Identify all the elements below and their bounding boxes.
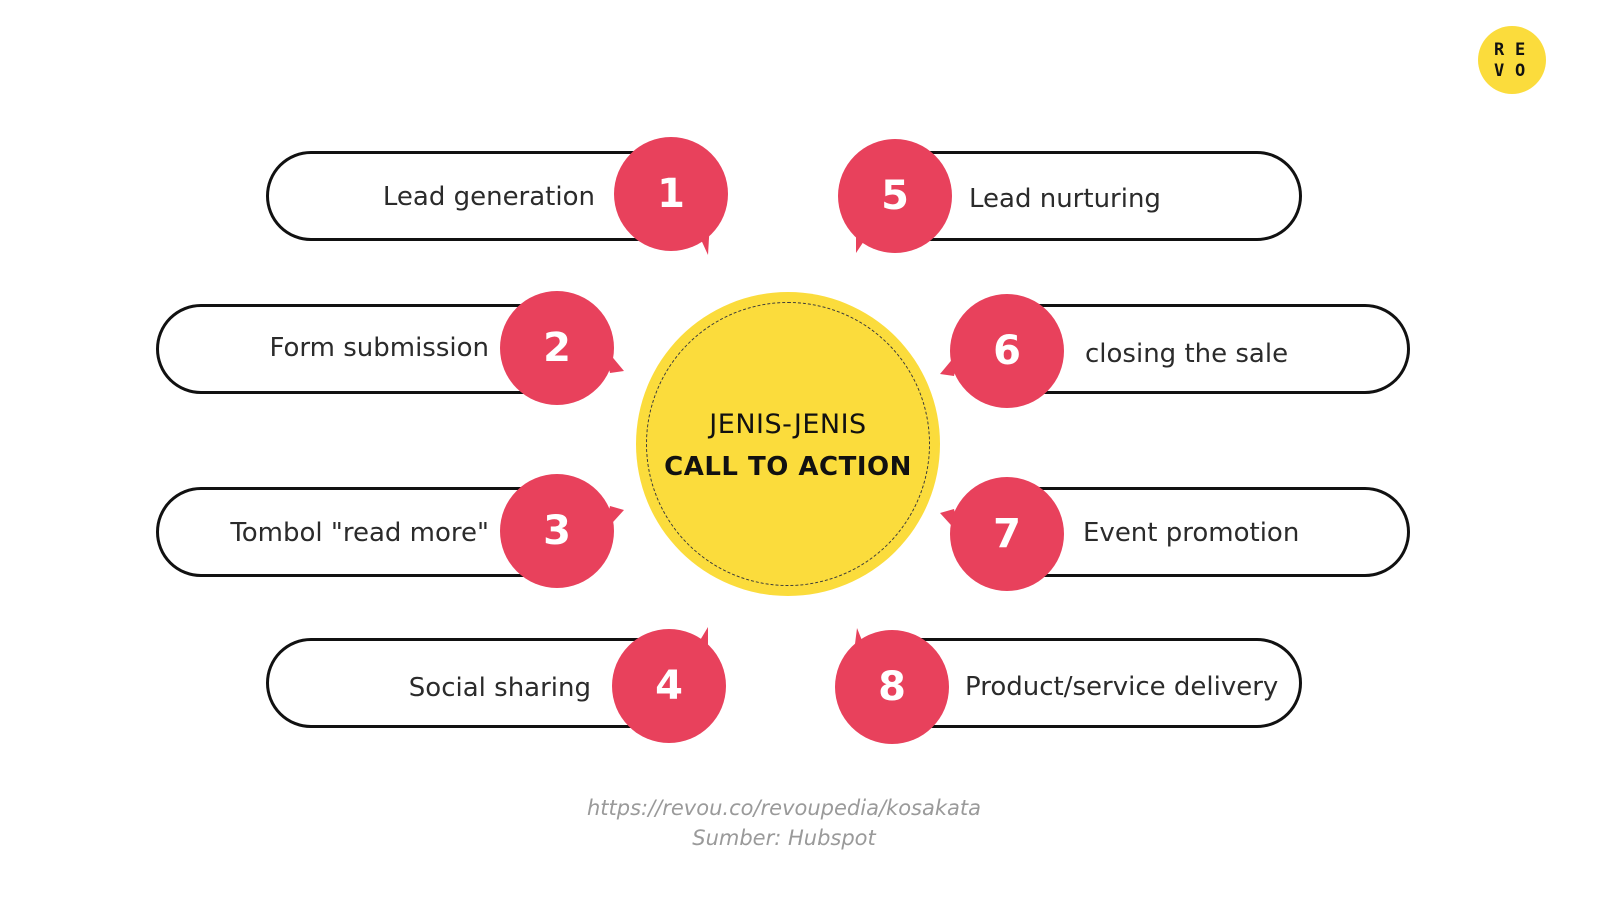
- center-circle: JENIS-JENIS CALL TO ACTION: [636, 292, 940, 596]
- item-number-8: 8: [878, 664, 906, 710]
- item-badge-2: 2: [500, 291, 624, 405]
- item-badge-7: 7: [940, 477, 1064, 591]
- center-dashed-ring: [646, 302, 930, 586]
- item-label-6: closing the sale: [1085, 339, 1289, 369]
- item-label-5: Lead nurturing: [969, 184, 1161, 214]
- logo-letter-e: E: [1515, 40, 1526, 60]
- center-title-line1: JENIS-JENIS: [709, 409, 867, 440]
- item-label-7: Event promotion: [1083, 518, 1300, 548]
- logo-letter-v: V: [1494, 61, 1505, 81]
- logo-letter-r: R: [1494, 40, 1505, 60]
- item-badge-6: 6: [940, 294, 1064, 408]
- item-number-3: 3: [543, 508, 571, 554]
- item-label-2: Form submission: [269, 333, 489, 363]
- item-number-2: 2: [543, 325, 571, 371]
- source-credit: Sumber: Hubspot: [692, 826, 876, 850]
- item-badge-8: 8: [835, 628, 949, 744]
- item-label-3: Tombol "read more": [230, 518, 489, 548]
- item-number-7: 7: [993, 511, 1021, 557]
- item-number-4: 4: [655, 663, 683, 709]
- center-title-line2: CALL TO ACTION: [664, 452, 912, 482]
- item-badge-1: 1: [614, 137, 728, 255]
- item-label-4: Social sharing: [408, 673, 591, 703]
- logo-letter-o: O: [1515, 61, 1526, 81]
- item-label-8: Product/service delivery: [965, 672, 1279, 702]
- item-badge-4: 4: [612, 627, 726, 743]
- source-url: https://revou.co/revoupedia/kosakata: [586, 796, 981, 820]
- item-number-1: 1: [657, 171, 685, 217]
- item-number-6: 6: [993, 328, 1021, 374]
- item-label-1: Lead generation: [382, 182, 595, 212]
- item-badge-3: 3: [500, 474, 624, 588]
- item-number-5: 5: [881, 173, 909, 219]
- revo-logo-icon: R E V O: [1478, 26, 1546, 94]
- item-badge-5: 5: [838, 139, 952, 253]
